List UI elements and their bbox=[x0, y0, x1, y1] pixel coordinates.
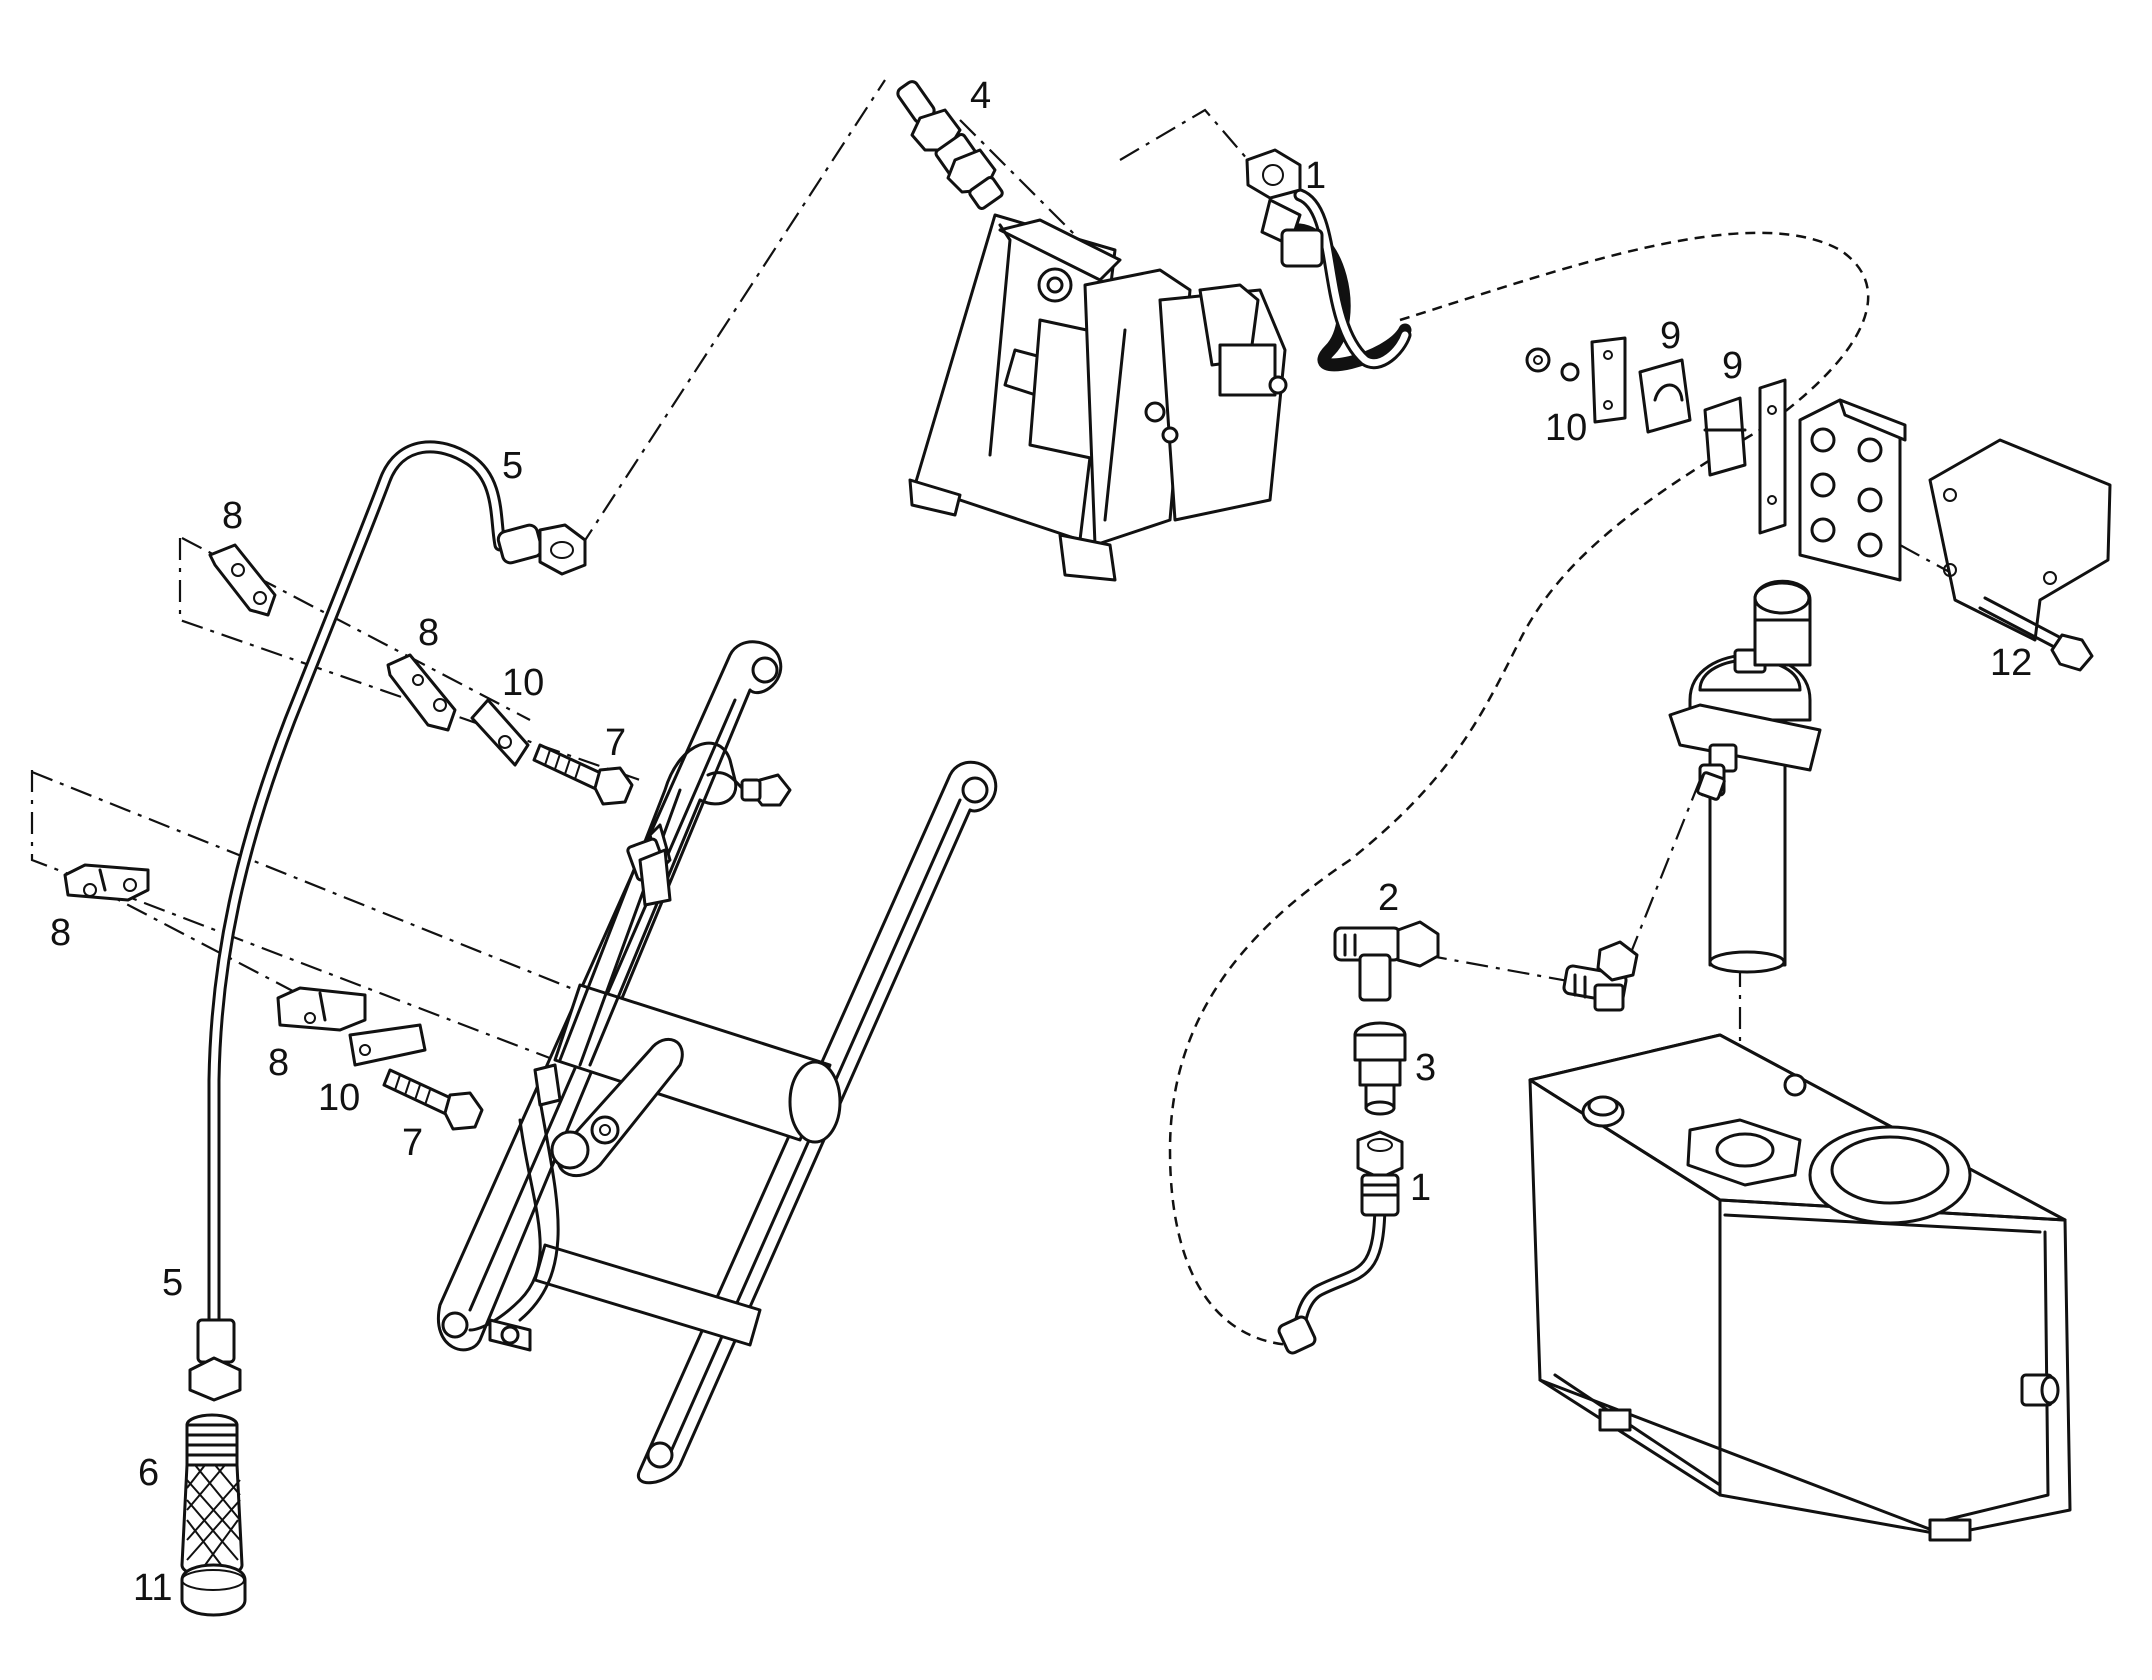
label-6: 6 bbox=[138, 1452, 159, 1494]
label-10-middle: 10 bbox=[502, 662, 544, 704]
label-3: 3 bbox=[1415, 1047, 1436, 1089]
part-7-bolt-b bbox=[382, 1068, 484, 1131]
label-11: 11 bbox=[133, 1567, 172, 1609]
label-8-b: 8 bbox=[418, 612, 439, 654]
part-2-tee-fitting bbox=[1333, 920, 1440, 1002]
small-tee-fitting bbox=[1562, 940, 1639, 1012]
part-12-bolt bbox=[1978, 596, 2094, 672]
part-8-clamp-d bbox=[276, 986, 367, 1032]
label-5-lower: 5 bbox=[162, 1262, 183, 1304]
part-10-plate-a bbox=[470, 698, 530, 767]
part-10-plate-b bbox=[348, 1023, 427, 1067]
label-5-upper: 5 bbox=[502, 445, 523, 487]
label-8-c: 8 bbox=[50, 912, 71, 954]
label-12: 12 bbox=[1990, 642, 2032, 684]
part-8-clamp-c bbox=[63, 863, 150, 902]
part-1-hose-upper bbox=[1245, 148, 1412, 372]
part-8-clamp-b bbox=[386, 653, 457, 732]
label-7-upper: 7 bbox=[605, 722, 626, 764]
hose-route-dotted bbox=[1168, 231, 1870, 1347]
part-6-coupling bbox=[180, 1413, 244, 1578]
label-10-lower: 10 bbox=[318, 1077, 360, 1119]
part-8-clamp-a bbox=[208, 543, 277, 617]
part-5-long-hose bbox=[188, 440, 587, 1402]
pedal-bracket bbox=[908, 213, 1288, 582]
clamp-block-group bbox=[1525, 336, 2112, 642]
callout-labels: 1 4 9 9 10 12 5 8 8 10 7 8 8 10 7 5 6 11… bbox=[50, 75, 2032, 1609]
label-2: 2 bbox=[1378, 877, 1399, 919]
label-8-d: 8 bbox=[268, 1042, 289, 1084]
label-9-left: 9 bbox=[1660, 315, 1681, 357]
label-4: 4 bbox=[970, 75, 991, 117]
part-4-fitting bbox=[896, 80, 1004, 210]
part-1-hose-lower bbox=[1277, 1130, 1404, 1355]
part-7-bolt-a bbox=[532, 743, 634, 806]
part-11-cap bbox=[180, 1563, 247, 1617]
hydraulic-tank bbox=[1528, 1033, 2072, 1542]
part-3-adapter bbox=[1353, 1021, 1407, 1116]
label-8-a: 8 bbox=[222, 495, 243, 537]
label-10-upper: 10 bbox=[1545, 407, 1587, 449]
loader-arms bbox=[436, 640, 998, 1485]
label-1-upper: 1 bbox=[1305, 155, 1326, 197]
label-9-right: 9 bbox=[1722, 345, 1743, 387]
reservoir-filter bbox=[1668, 579, 1822, 974]
label-1-lower: 1 bbox=[1410, 1167, 1431, 1209]
label-7-lower: 7 bbox=[402, 1122, 423, 1164]
